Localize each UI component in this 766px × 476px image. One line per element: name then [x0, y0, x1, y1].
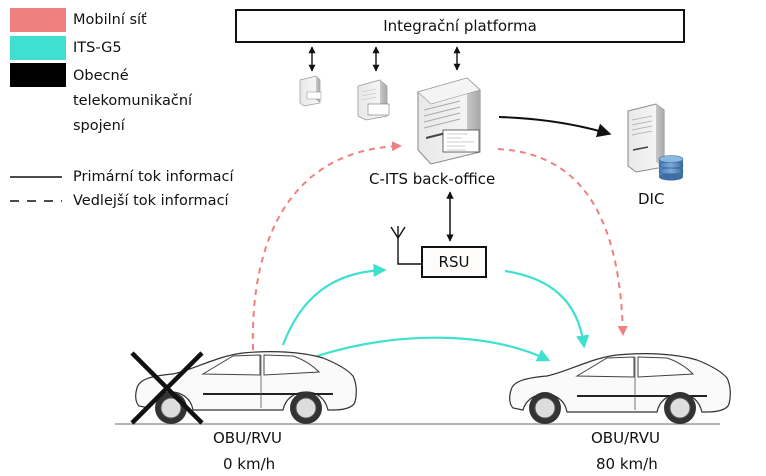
vehicle-left-speed: 0 km/h — [223, 455, 276, 473]
server-small-icon-1 — [299, 75, 322, 107]
mobile-vehicle-to-backoffice-arrow — [251, 141, 402, 351]
integration-platform-label: Integrační platforma — [383, 17, 537, 35]
antenna-icon — [390, 226, 421, 265]
vehicle-left-label: OBU/RVU — [213, 429, 282, 447]
legend-label-primary: Primární tok informací — [73, 169, 234, 185]
general-telecom-swatch — [10, 63, 66, 87]
rsu-label: RSU — [438, 253, 470, 271]
database-icon — [658, 155, 684, 181]
rsu-box: RSU — [421, 246, 487, 278]
its-g5-swatch — [10, 36, 66, 60]
disabled-x-icon — [130, 351, 204, 425]
dic-label: DIC — [638, 190, 665, 208]
mobile-backoffice-to-vehicle-arrow — [497, 148, 628, 336]
backoffice-to-dic-arrow — [498, 116, 612, 138]
its-g5-vehicle-to-vehicle-arrow — [316, 336, 551, 362]
vehicle-right-icon — [509, 353, 731, 424]
legend-label-mobile: Mobilní síť — [73, 12, 147, 28]
back-office-server-icon — [417, 77, 481, 165]
its-g5-rsu-to-vehicle-arrow — [504, 269, 590, 349]
its-g5-vehicle-to-rsu-arrow — [281, 263, 387, 346]
legend-label-secondary: Vedlejší tok informací — [73, 193, 229, 209]
integration-platform-box: Integrační platforma — [235, 9, 685, 43]
legend-label-general-2: telekomunikační — [73, 93, 193, 109]
legend-label-its-g5: ITS-G5 — [73, 40, 122, 56]
legend-label-general-3: spojení — [73, 118, 125, 134]
back-office-label: C-ITS back-office — [369, 170, 496, 188]
vehicle-right-label: OBU/RVU — [591, 429, 660, 447]
legend-label-general-1: Obecné — [73, 68, 129, 84]
mobile-network-swatch — [10, 8, 66, 32]
vehicle-right-speed: 80 km/h — [596, 455, 658, 473]
server-small-icon-2 — [357, 79, 390, 121]
dic-server-icon — [627, 103, 665, 173]
